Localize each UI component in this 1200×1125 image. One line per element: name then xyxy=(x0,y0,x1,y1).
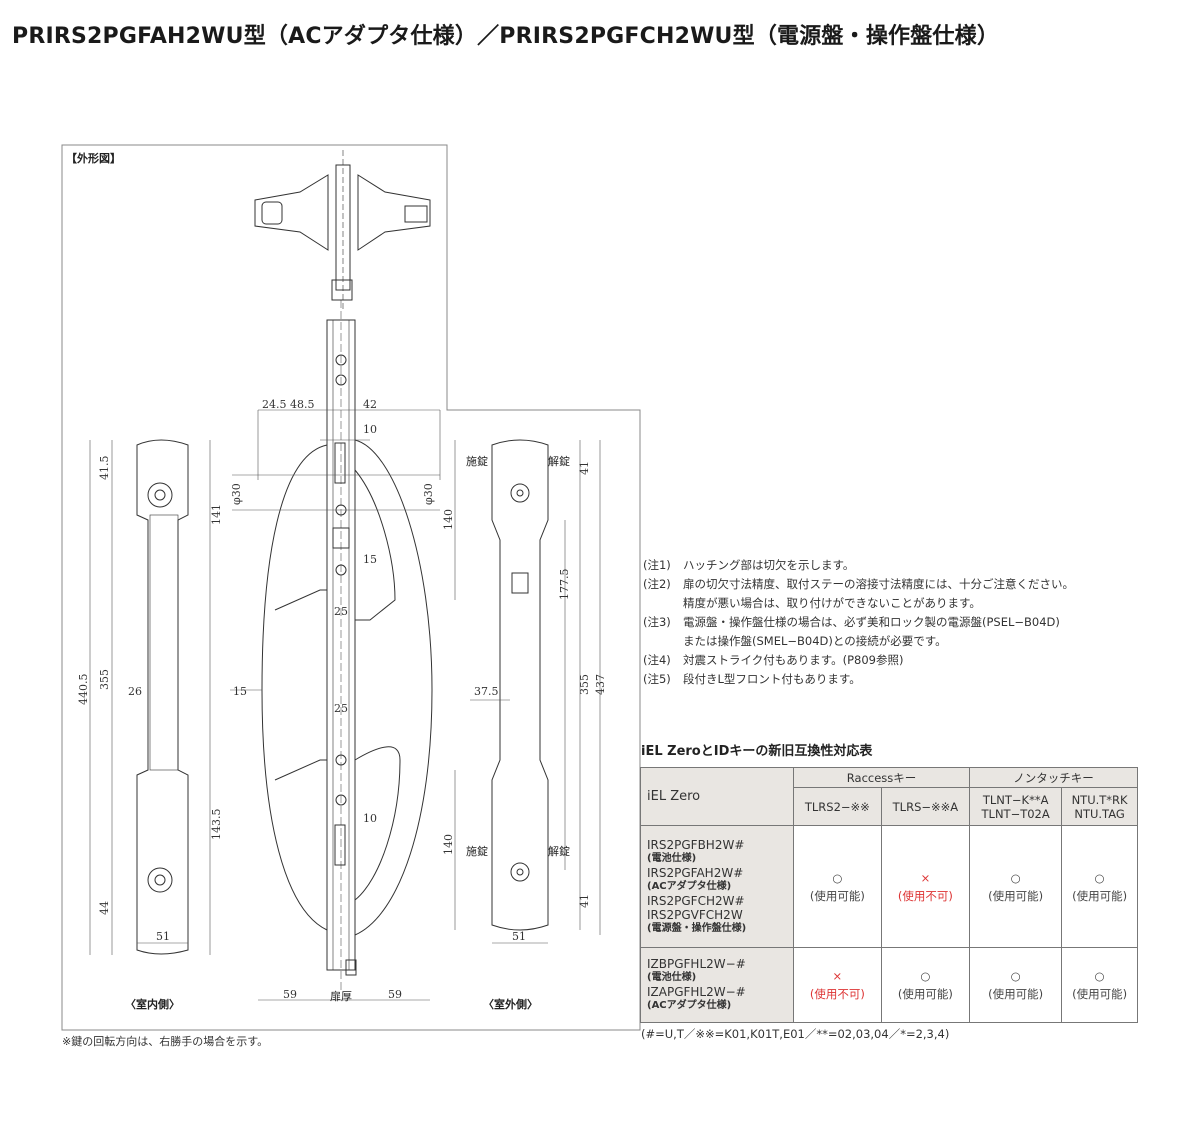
compat-cell: ×(使用不可) xyxy=(880,825,971,948)
compat-cell: ○(使用可能) xyxy=(969,947,1063,1023)
indoor-label: 〈室内側〉 xyxy=(125,997,180,1011)
dim-label: 42 xyxy=(363,398,377,411)
lock-label-top: 施錠 xyxy=(466,454,488,468)
dim-label: 15 xyxy=(233,685,247,698)
note-item: (注2)扉の切欠寸法精度、取付ステーの溶接寸法精度には、十分ご注意ください。精度… xyxy=(643,577,1074,610)
table-row: IRS2PGFBH2W#(電池仕様) IRS2PGFAH2W#(ACアダプタ仕様… xyxy=(640,825,1138,948)
note-item: (注4)対震ストライク付もあります。(P809参照) xyxy=(643,653,904,667)
table-legend: (#=U,T／※※=K01,K01T,E01／**=02,03,04／*=2,3… xyxy=(641,1027,950,1041)
dim-label: 355 xyxy=(98,669,111,690)
dim-label: 51 xyxy=(512,930,526,943)
corner-header: iEL Zero xyxy=(640,767,794,826)
table-title: iEL ZeroとIDキーの新旧互換性対応表 xyxy=(641,744,873,759)
dim-label: 140 xyxy=(442,509,455,530)
dim-label: 59 xyxy=(283,988,297,1001)
dim-label: 44 xyxy=(98,901,111,915)
column-header: TLRS2−※※ xyxy=(793,787,882,826)
unlock-label-bottom: 解錠 xyxy=(548,844,570,858)
dim-label: 355 xyxy=(578,674,591,695)
dim-label: 24.5 xyxy=(262,398,287,411)
dim-label: 25 xyxy=(334,605,348,618)
notes-list: (注1)ハッチング部は切欠を示します。 (注2)扉の切欠寸法精度、取付ステーの溶… xyxy=(643,556,1074,689)
dim-label: 59 xyxy=(388,988,402,1001)
page-title: PRIRS2PGFAH2WU型（ACアダプタ仕様）／PRIRS2PGFCH2WU… xyxy=(12,24,1000,49)
dim-label: 10 xyxy=(363,423,377,436)
compat-cell: ○(使用可能) xyxy=(1061,947,1138,1023)
compatibility-table: iEL Zero Raccessキー ノンタッチキー TLRS2−※※ TLRS… xyxy=(640,767,1138,1023)
lock-label-bottom: 施錠 xyxy=(466,844,488,858)
note-item: (注3)電源盤・操作盤仕様の場合は、必ず美和ロック製の電源盤(PSEL−B04D… xyxy=(643,615,1060,648)
dim-label: 437 xyxy=(594,674,607,695)
section-label: 【外形図】 xyxy=(66,151,121,165)
note-item: (注1)ハッチング部は切欠を示します。 xyxy=(643,558,855,572)
note-item: (注5)段付きL型フロント付もあります。 xyxy=(643,672,861,686)
drawing-frame xyxy=(61,144,641,1031)
model-cell: IRS2PGFBH2W#(電池仕様) IRS2PGFAH2W#(ACアダプタ仕様… xyxy=(640,825,794,948)
column-header: TLRS−※※A xyxy=(880,787,971,826)
dim-label: 48.5 xyxy=(290,398,315,411)
rotation-footnote: ※鍵の回転方向は、右勝手の場合を示す。 xyxy=(62,1035,269,1048)
dim-label: 51 xyxy=(156,930,170,943)
dim-label: 10 xyxy=(363,812,377,825)
side-profile xyxy=(261,300,433,990)
dim-label: 37.5 xyxy=(474,685,499,698)
dim-label: 143.5 xyxy=(210,809,223,841)
dim-label: 26 xyxy=(128,685,142,698)
table-row: IZBPGFHL2W−#(電池仕様) IZAPGFHL2W−#(ACアダプタ仕様… xyxy=(640,947,1138,1023)
compat-cell: ○(使用可能) xyxy=(793,825,882,948)
door-thickness-label: 扉厚 xyxy=(330,990,352,1003)
dim-label: 15 xyxy=(363,553,377,566)
compat-cell: ×(使用不可) xyxy=(793,947,882,1023)
outdoor-handle xyxy=(491,439,549,931)
group-header: ノンタッチキー xyxy=(969,767,1138,788)
indoor-handle xyxy=(136,439,189,955)
compat-cell: ○(使用可能) xyxy=(969,825,1063,948)
dim-label: φ30 xyxy=(422,483,435,505)
unlock-label-top: 解錠 xyxy=(548,454,570,468)
model-cell: IZBPGFHL2W−#(電池仕様) IZAPGFHL2W−#(ACアダプタ仕様… xyxy=(640,947,794,1023)
group-header: Raccessキー xyxy=(792,767,971,788)
dim-label: 25 xyxy=(334,702,348,715)
key-cylinder-assembly xyxy=(254,150,431,310)
dim-label: φ30 xyxy=(230,483,243,505)
dim-label: 41.5 xyxy=(98,456,111,481)
dim-label: 41 xyxy=(578,894,591,908)
dim-label: 177.5 xyxy=(558,569,571,601)
dim-label: 141 xyxy=(210,504,223,525)
compat-cell: ○(使用可能) xyxy=(880,947,971,1023)
dim-label: 41 xyxy=(578,461,591,475)
dim-label: 140 xyxy=(442,834,455,855)
compat-cell: ○(使用可能) xyxy=(1061,825,1138,948)
dim-label: 440.5 xyxy=(77,674,90,706)
dimension-lines xyxy=(89,409,601,1001)
outdoor-label: 〈室外側〉 xyxy=(483,997,538,1011)
